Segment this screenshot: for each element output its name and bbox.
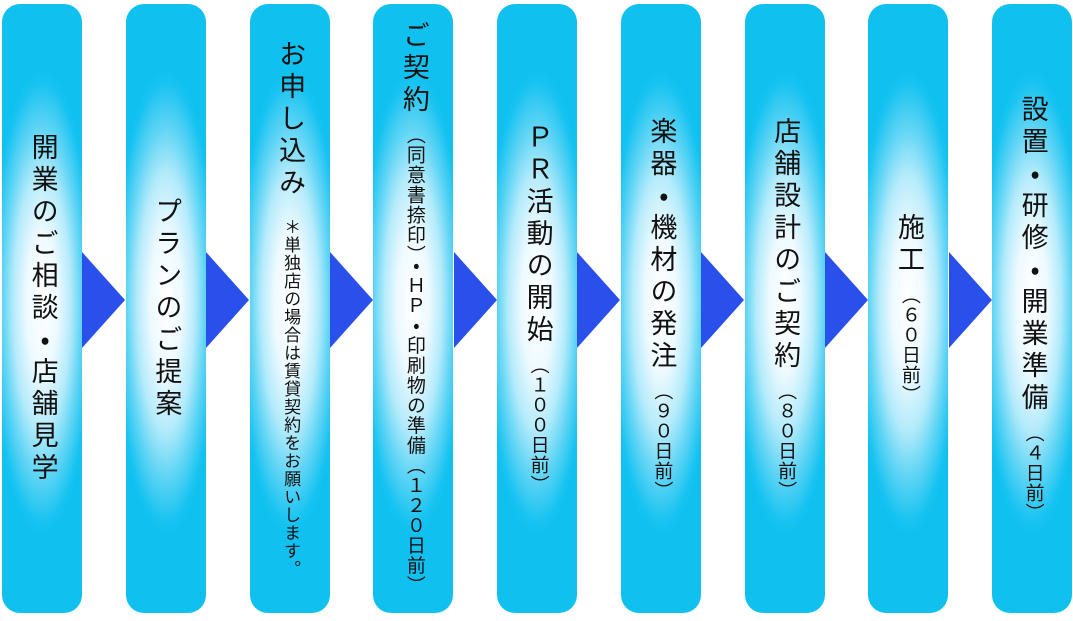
flow-step-sub-label: （４日前） [1022, 422, 1044, 523]
flow-step-text: プランのご提案 [151, 196, 182, 421]
arrow-slot [453, 4, 497, 613]
arrow-right-icon [577, 251, 621, 348]
flow-step-main-label: ご契約 [398, 21, 429, 118]
arrow-right-icon [701, 251, 745, 348]
flow-step-sub-label: （８０日前） [775, 380, 797, 501]
arrow-slot [82, 4, 126, 613]
flow-step-bar: お申し込み ＊単独店の場合は賃貸契約をお願いします。 [249, 4, 330, 613]
arrow-slot [206, 4, 250, 613]
flow-step-main-label: 設置・研修・開業準備 [1017, 94, 1048, 415]
arrow-slot [577, 4, 621, 613]
arrow-right-icon [453, 251, 497, 348]
flow-step-sub-label: （１００日前） [527, 354, 549, 495]
arrow-right-icon [824, 251, 868, 348]
arrow-slot [329, 4, 374, 613]
flow-step-text: 店舗設計のご契約 （８０日前） [770, 116, 801, 501]
arrow-slot [948, 4, 992, 613]
flow-step-main-label: ＰＲ活動の開始 [522, 122, 553, 347]
flow-step-bar: ご契約 （同意書捺印）・ＨＰ・印刷物の準備（１２０日前） [373, 4, 454, 613]
flow-step-bar: 施工 （６０日前） [868, 4, 949, 613]
flow-step-text: 開業のご相談・店舗見学 [27, 132, 58, 485]
flow-step-text: 楽器・機材の発注 （９０日前） [646, 116, 677, 501]
flow-step-bar: 開業のご相談・店舗見学 [2, 4, 82, 613]
arrow-right-icon [82, 251, 126, 348]
flow-step-sub-label: （同意書捺印）・ＨＰ・印刷物の準備（１２０日前） [403, 125, 425, 596]
flow-step-text: 設置・研修・開業準備 （４日前） [1017, 94, 1048, 523]
flow-step-bar: 楽器・機材の発注 （９０日前） [620, 4, 701, 613]
flow-step-bar: プランのご提案 [125, 4, 206, 613]
arrow-slot [824, 4, 869, 613]
flow-step-main-label: 店舗設計のご契約 [770, 116, 801, 373]
flow-step-main-label: 楽器・機材の発注 [646, 116, 677, 373]
flow-step-main-label: 施工 [893, 212, 924, 277]
arrow-right-icon [948, 251, 992, 348]
flow-step-text: ＰＲ活動の開始 （１００日前） [522, 122, 553, 495]
flow-step-bar: 設置・研修・開業準備 （４日前） [992, 4, 1072, 613]
arrow-right-icon [206, 251, 250, 348]
flow-step-main-label: 開業のご相談・店舗見学 [27, 132, 58, 485]
flow-step-bar: ＰＲ活動の開始 （１００日前） [497, 4, 577, 613]
flow-step-sub-label: （９０日前） [651, 380, 673, 501]
flow-step-main-label: お申し込み [275, 39, 306, 200]
flow-step-text: 施工 （６０日前） [893, 212, 924, 405]
flow-step-sub-label: （６０日前） [898, 284, 920, 405]
flow-step-text: ご契約 （同意書捺印）・ＨＰ・印刷物の準備（１２０日前） [398, 21, 429, 596]
flow-step-main-label: プランのご提案 [151, 196, 182, 421]
arrow-slot [701, 4, 745, 613]
flow-step-bar: 店舗設計のご契約 （８０日前） [744, 4, 825, 613]
arrow-right-icon [329, 251, 373, 348]
flow-step-note: ＊単独店の場合は賃貸契約をお願いします。 [281, 217, 301, 578]
flow-step-text: お申し込み ＊単独店の場合は賃貸契約をお願いします。 [275, 39, 306, 578]
